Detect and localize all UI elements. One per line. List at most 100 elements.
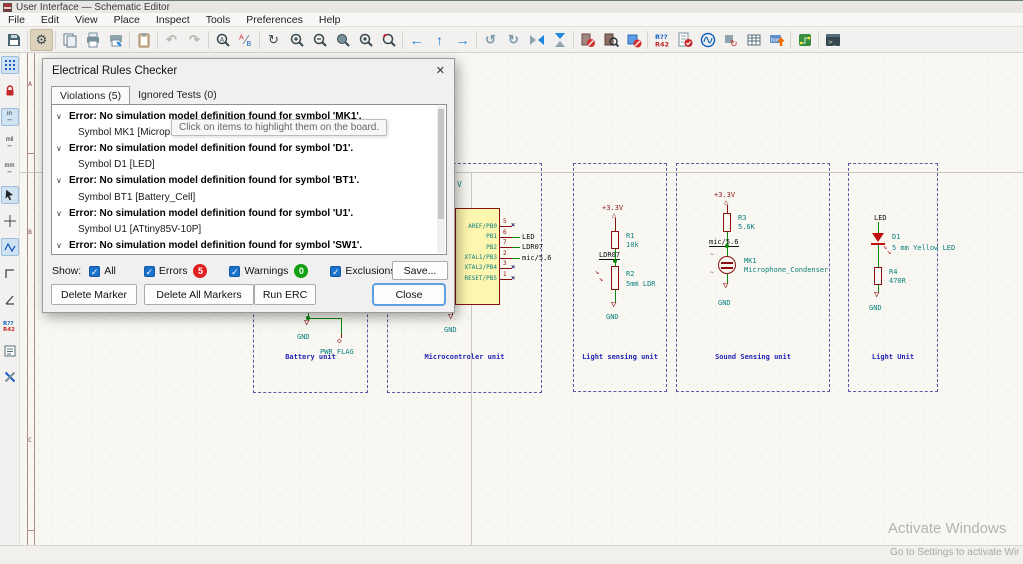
filter-all-label[interactable]: All [104, 265, 116, 277]
violation-detail[interactable]: Symbol U1 [ATtiny85V-10P] [78, 223, 202, 235]
save-icon[interactable] [2, 29, 25, 51]
unit-mils-icon[interactable]: mil↔ [5, 137, 14, 149]
microphone-symbol[interactable] [718, 256, 736, 274]
chevron-down-icon[interactable]: ∨ [56, 241, 62, 251]
violation-row[interactable]: ∨Error: No simulation model definition f… [56, 142, 354, 154]
resistor-r2-ldr[interactable] [611, 266, 619, 290]
menu-place[interactable]: Place [113, 13, 140, 26]
mirror-horizontal-icon[interactable] [525, 29, 548, 51]
snap-lock-icon[interactable] [1, 82, 19, 100]
violation-detail[interactable]: Symbol D1 [LED] [78, 159, 155, 171]
checkbox-all-checked-icon[interactable]: ✓ [89, 265, 101, 277]
rotate-ccw-icon[interactable]: ↺ [485, 31, 496, 47]
checkbox-warnings-checked-icon[interactable]: ✓ [229, 265, 241, 277]
violation-detail[interactable]: Symbol MK1 [Microphor [78, 126, 185, 138]
tab-ignored-tests[interactable]: Ignored Tests (0) [138, 89, 217, 101]
menu-edit[interactable]: Edit [40, 13, 60, 26]
pwr-flag-icon[interactable]: ◇ [337, 336, 342, 345]
bom-icon[interactable]: bom [765, 29, 788, 51]
nav-up-icon[interactable]: ↑ [436, 31, 443, 48]
nav-forward-icon[interactable]: → [455, 31, 470, 48]
resistor-r3[interactable] [723, 213, 731, 232]
fields-table-icon[interactable] [742, 29, 765, 51]
net-label-mic[interactable]: mic/5.6 [709, 238, 739, 247]
zoom-in-icon[interactable] [285, 29, 308, 51]
grid-icon[interactable] [0, 56, 19, 74]
plot-icon[interactable] [104, 29, 127, 51]
filter-errors-label[interactable]: Errors [158, 265, 188, 277]
refresh-icon[interactable]: ↻ [268, 31, 279, 47]
hv-wire-icon[interactable] [1, 264, 19, 282]
run-erc-button[interactable]: Run ERC [254, 284, 316, 305]
menu-inspect[interactable]: Inspect [155, 13, 190, 26]
tab-violations[interactable]: Violations (5) [51, 86, 131, 104]
mcu-ic-symbol[interactable] [455, 208, 500, 305]
crosshair-cursor-icon[interactable] [1, 212, 19, 230]
paste-icon[interactable] [132, 29, 155, 51]
filter-exclusions-label[interactable]: Exclusions [345, 265, 396, 277]
net-label-led[interactable]: LED [874, 214, 887, 222]
list-scrollbar[interactable] [437, 106, 445, 253]
console-icon[interactable]: >_ [821, 29, 844, 51]
mirror-vertical-icon[interactable] [548, 29, 571, 51]
hidden-fields-icon[interactable] [1, 342, 19, 360]
symbol-editor-icon[interactable] [576, 29, 599, 51]
net-label-ldr[interactable]: LDR07 [599, 251, 621, 260]
gnd-symbol-icon[interactable]: ▽ [874, 290, 880, 300]
zoom-objects-icon[interactable] [354, 29, 377, 51]
checkbox-exclusions-checked-icon[interactable]: ✓ [330, 265, 342, 277]
net-label-ldr[interactable]: LDR07 [522, 243, 544, 251]
delete-all-markers-button[interactable]: Delete All Markers [144, 284, 254, 305]
violation-row[interactable]: ∨Error: No simulation model definition f… [56, 240, 363, 252]
erc-icon[interactable] [673, 29, 696, 51]
unit-mm-icon[interactable]: mm↔ [4, 163, 15, 175]
menu-tools[interactable]: Tools [205, 13, 231, 26]
chevron-down-icon[interactable]: ∨ [56, 208, 62, 218]
page-settings-icon[interactable] [58, 29, 81, 51]
chevron-down-icon[interactable]: ∨ [56, 111, 62, 121]
chevron-down-icon[interactable]: ∨ [56, 176, 62, 186]
any-angle-wire-icon[interactable] [1, 290, 19, 308]
zoom-selection-icon[interactable] [377, 29, 400, 51]
waveform-icon[interactable] [0, 238, 19, 256]
zoom-out-icon[interactable] [308, 29, 331, 51]
delete-marker-button[interactable]: Delete Marker [51, 284, 137, 305]
filter-warnings-label[interactable]: Warnings [244, 265, 289, 277]
simulator-icon[interactable] [696, 29, 719, 51]
zoom-fit-icon[interactable] [331, 29, 354, 51]
power-arrow-icon[interactable]: △ [612, 211, 617, 219]
led-symbol[interactable] [872, 233, 884, 242]
pcb-editor-icon[interactable] [793, 29, 816, 51]
print-icon[interactable] [81, 29, 104, 51]
close-button[interactable]: Close [372, 283, 446, 306]
annotate-small-icon[interactable]: R??R42 [1, 316, 19, 334]
power-arrow-icon[interactable]: △ [724, 198, 729, 206]
menu-preferences[interactable]: Preferences [246, 13, 303, 26]
find-icon[interactable]: A [211, 29, 234, 51]
violation-row[interactable]: ∨Error: No simulation model definition f… [56, 175, 360, 187]
assign-footprints-icon[interactable]: ↻ [719, 29, 742, 51]
unit-inches-icon[interactable]: in↔ [0, 108, 19, 126]
rotate-cw-icon[interactable]: ↻ [508, 31, 519, 47]
annotate-icon[interactable]: R??R42 [650, 29, 673, 51]
gnd-symbol-icon[interactable]: ▽ [723, 281, 729, 291]
chevron-down-icon[interactable]: ∨ [56, 143, 62, 153]
checkbox-errors-checked-icon[interactable]: ✓ [143, 265, 155, 277]
close-icon[interactable]: ✕ [435, 65, 445, 77]
gnd-symbol-icon[interactable]: ▽ [611, 300, 617, 310]
nav-back-icon[interactable]: ← [409, 31, 424, 48]
symbol-browser-icon[interactable] [599, 29, 622, 51]
schematic-setup-icon[interactable]: ⚙ [30, 28, 53, 51]
footprint-editor-icon[interactable] [622, 29, 645, 51]
resistor-r4[interactable] [874, 267, 882, 285]
gnd-symbol-icon[interactable]: ▽ [448, 312, 454, 322]
cursor-icon[interactable] [0, 186, 19, 204]
menu-file[interactable]: File [8, 13, 25, 26]
menu-view[interactable]: View [75, 13, 98, 26]
violation-row[interactable]: ∨Error: No simulation model definition f… [56, 110, 362, 122]
scrollbar-thumb[interactable] [438, 109, 444, 219]
gnd-symbol-icon[interactable]: ▽ [304, 318, 310, 328]
redo-icon[interactable]: ↷ [189, 31, 200, 47]
properties-tools-icon[interactable] [1, 368, 19, 386]
